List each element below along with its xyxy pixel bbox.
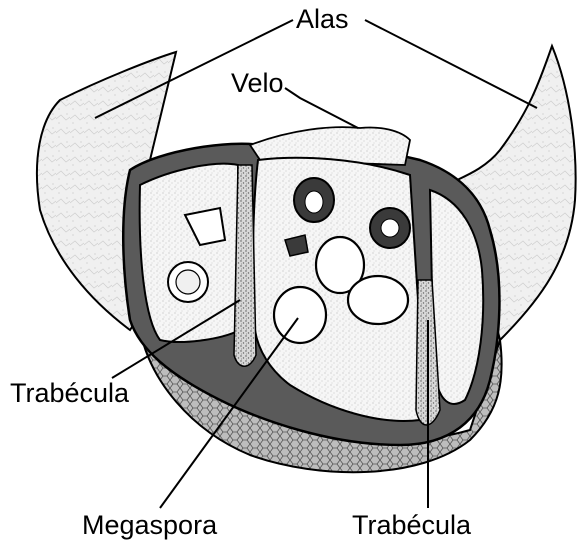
label-trabecula-left: Trabécula — [10, 380, 129, 407]
label-megaspora: Megaspora — [82, 512, 217, 539]
label-trabecula-right: Trabécula — [352, 512, 471, 539]
label-alas: Alas — [296, 6, 349, 33]
left-sorus — [140, 164, 240, 342]
leader-alas-right — [365, 20, 537, 108]
megaspore — [274, 287, 326, 343]
megaspore — [348, 276, 408, 324]
leader-velo — [285, 88, 358, 128]
trabecula-left-shape — [234, 165, 256, 366]
sporangium-inner — [176, 270, 200, 294]
label-velo: Velo — [231, 70, 284, 97]
sporangium-core — [305, 191, 323, 213]
sporangium-core — [381, 219, 399, 237]
